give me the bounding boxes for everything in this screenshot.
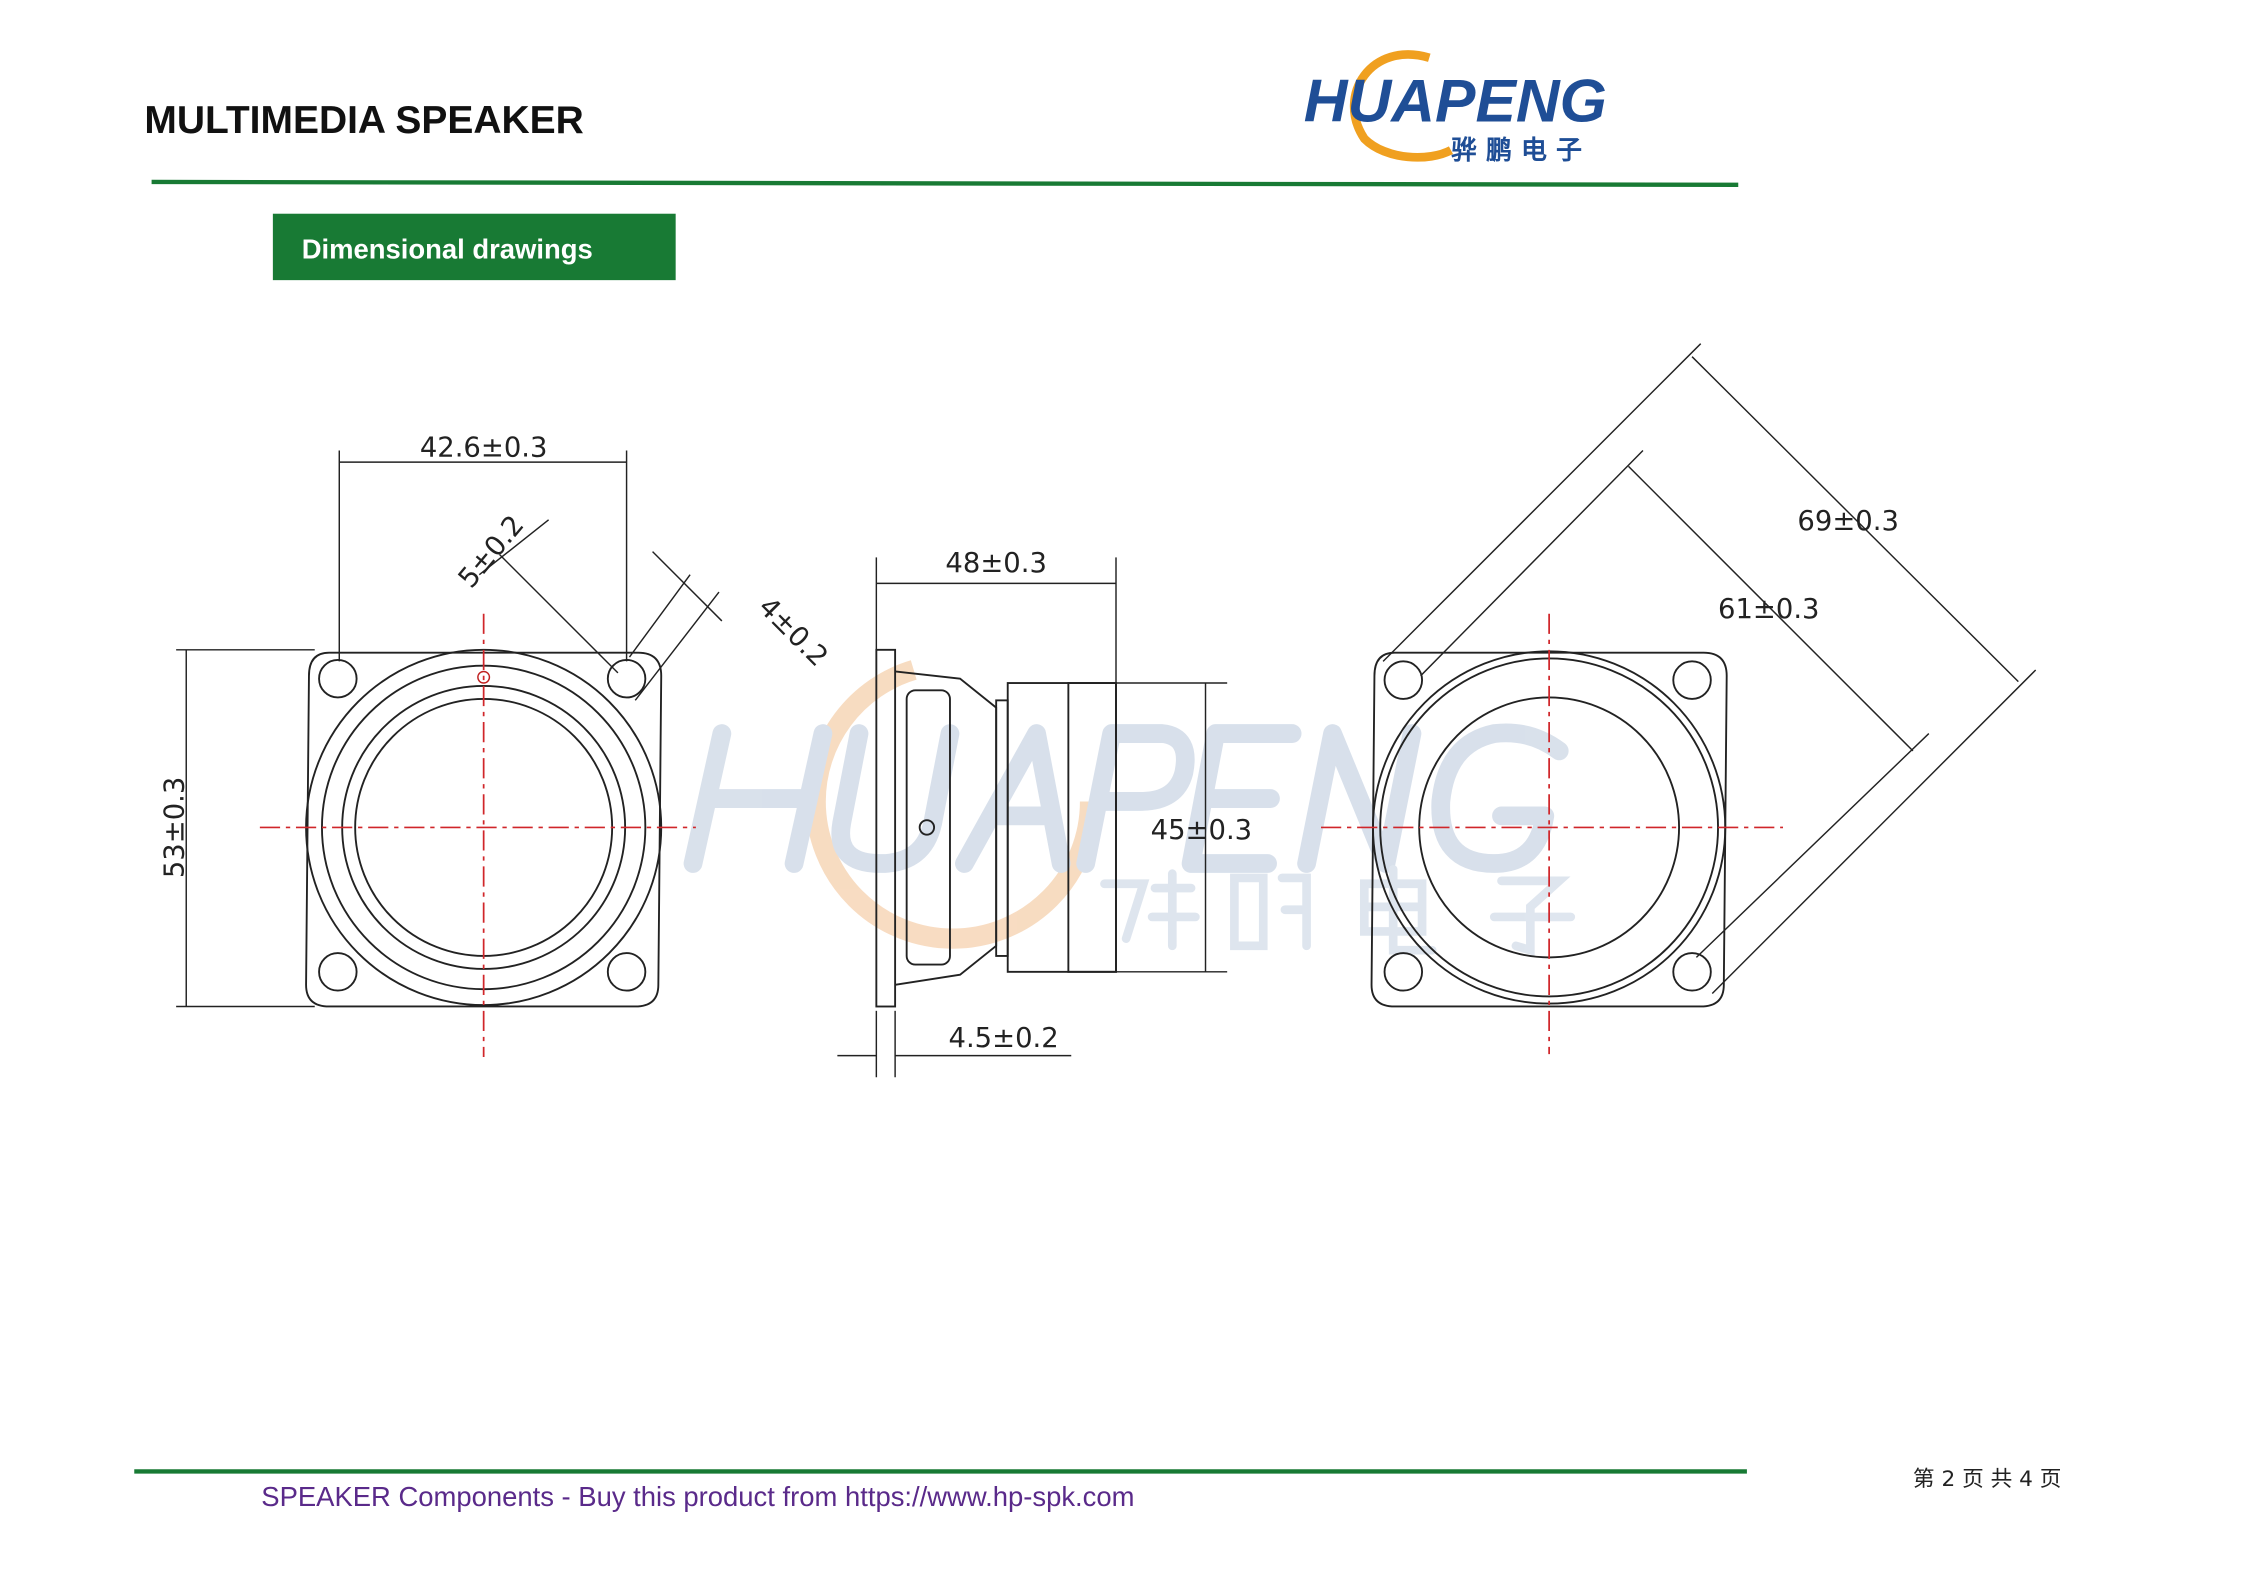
page-number: 第 2 页 共 4 页 — [1913, 1467, 2061, 1492]
back-view — [1321, 343, 2037, 1055]
front-view — [176, 450, 723, 1058]
dim-slot: 5±0.2 — [453, 510, 531, 594]
dim-diag-outer: 69±0.3 — [1797, 506, 1898, 537]
footer-link-text[interactable]: SPEAKER Components - Buy this product fr… — [261, 1481, 1134, 1512]
section-badge — [272, 213, 676, 281]
logo-text: HUAPENG — [1304, 66, 1607, 134]
dim-depth: 48±0.3 — [945, 548, 1046, 579]
dim-front-height: 53±0.3 — [159, 777, 190, 878]
watermark — [683, 654, 1576, 957]
logo-cn: 骅 鹏 电 子 — [1451, 136, 1582, 166]
dim-hole: 4±0.2 — [752, 592, 833, 673]
page-title: MULTIMEDIA SPEAKER — [144, 99, 583, 142]
huapeng-logo: HUAPENG 骅 鹏 电 子 — [1304, 50, 1607, 166]
dim-diag-inner: 61±0.3 — [1718, 594, 1819, 625]
dim-magnet: 45±0.3 — [1151, 815, 1252, 846]
section-label: Dimensional drawings — [302, 233, 593, 264]
header-rule — [151, 179, 1739, 188]
dim-flange: 4.5±0.2 — [949, 1023, 1059, 1054]
dim-front-width: 42.6±0.3 — [420, 432, 548, 463]
side-view — [837, 557, 1228, 1078]
